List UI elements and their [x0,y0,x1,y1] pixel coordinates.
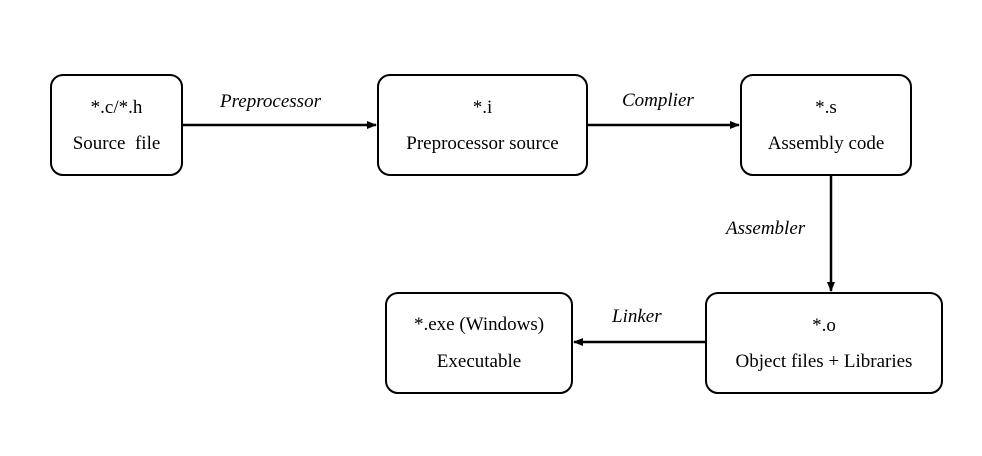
preprocessed-source-extension: *.i [472,96,493,118]
object-files-node: *.o Object files + Libraries [705,292,943,394]
object-files-extension: *.o [812,314,836,336]
object-files-label: Object files + Libraries [735,350,913,372]
executable-extension: *.exe (Windows) [413,314,545,335]
source-file-extension: *.c/*.h [90,96,143,118]
assembler-edge-label: Assembler [726,218,806,239]
assembly-code-node: *.s Assembly code [740,74,912,176]
source-file-label: Source file [72,132,161,154]
preprocessor-edge-label: Preprocessor [220,91,321,112]
source-file-node: *.c/*.h Source file [50,74,183,176]
preprocessed-source-label: Preprocessor source [406,132,559,154]
executable-node: *.exe (Windows) Executable [385,292,573,394]
assembly-code-label: Assembly code [767,132,885,154]
preprocessed-source-node: *.i Preprocessor source [377,74,588,176]
compiler-edge-label: Complier [622,90,694,111]
linker-edge-label: Linker [612,306,662,327]
executable-label: Executable [436,351,522,372]
assembly-code-extension: *.s [815,96,837,118]
